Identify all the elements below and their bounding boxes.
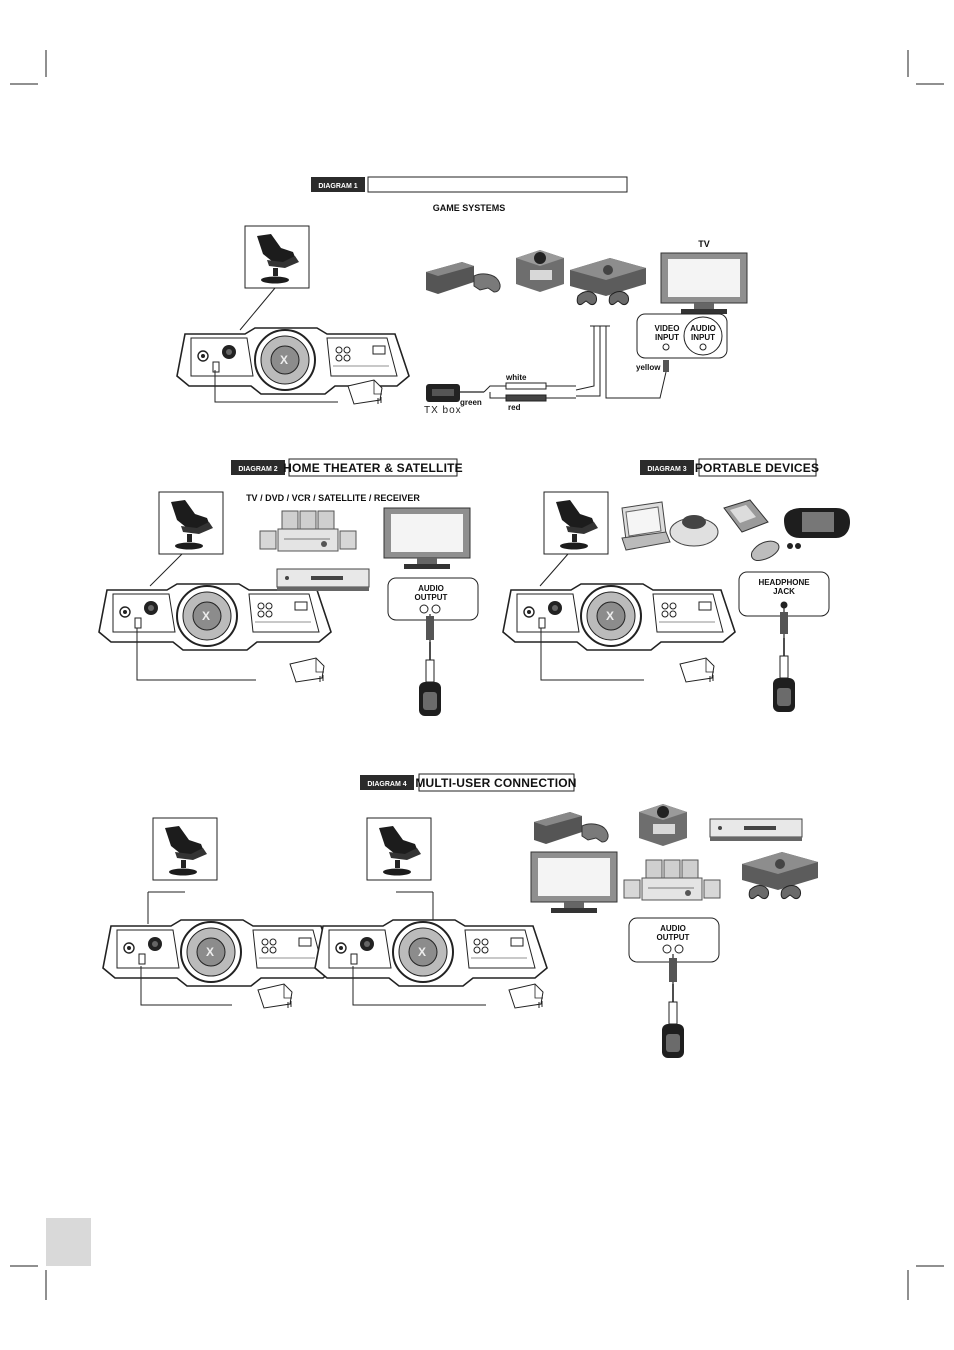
video-input-line1: VIDEO: [655, 324, 680, 333]
tv-set: [531, 852, 617, 913]
control-panel: [99, 584, 331, 650]
console-av-cable-1: [576, 326, 594, 390]
tx-box-face: [432, 389, 454, 396]
white-plug: [506, 383, 546, 389]
control-panel: [503, 584, 735, 650]
audio-input-line2: INPUT: [691, 333, 715, 342]
audio-input-line1: AUDIO: [690, 324, 716, 333]
headphone-jack-line1: HEADPHONE: [758, 578, 810, 587]
white-label: white: [505, 373, 527, 382]
portable-dvd-player: [622, 502, 670, 550]
game-console-cube: [516, 250, 564, 292]
audio-output-line1: AUDIO: [660, 924, 686, 933]
audio-plug: [426, 616, 434, 640]
tv-set: [384, 508, 470, 569]
game-console-ps: [426, 262, 500, 294]
control-panel-1: [103, 920, 335, 986]
diagram-3-tag-text: DIAGRAM 3: [647, 466, 686, 473]
diagram-1-tag-text: DIAGRAM 1: [318, 183, 357, 190]
gaming-chair: [159, 492, 223, 554]
receiver-stack: [260, 511, 356, 551]
game-console-cube: [639, 804, 687, 846]
diagram-1: DIAGRAM 1 GAME SYSTEMS TV VIDEO INPUT AU…: [177, 177, 747, 416]
tx-box-label: TX box: [424, 405, 462, 416]
audio-plug: [669, 958, 677, 982]
game-console-box: [570, 258, 646, 305]
handheld-console: [724, 500, 768, 532]
diagram-4: DIAGRAM 4 MULTI-USER CONNECTION AUDIO OU…: [103, 774, 818, 1058]
chair-link: [240, 288, 275, 330]
gaming-chair: [544, 492, 608, 554]
cd-player: [670, 515, 718, 546]
diagram-4-tag-text: DIAGRAM 4: [367, 781, 406, 788]
video-input-line2: INPUT: [655, 333, 679, 342]
dvd-player: [277, 569, 369, 591]
power-adapter: [680, 658, 714, 682]
gaming-chair: [245, 226, 309, 288]
diagram-2: DIAGRAM 2 HOME THEATER & SATELLITE TV / …: [99, 459, 478, 716]
game-systems-label: GAME SYSTEMS: [433, 203, 506, 213]
page-number-box: [46, 1218, 91, 1266]
gaming-chair-2: [367, 818, 431, 880]
mp3-player: [751, 541, 801, 560]
audio-output-line2: OUTPUT: [415, 593, 448, 602]
console-av-cable-2: [576, 326, 600, 396]
tv-set: [661, 253, 747, 314]
gaming-chair-1: [153, 818, 217, 880]
power-adapter: [290, 658, 324, 682]
splitter-2: [490, 392, 506, 398]
yellow-plug: [663, 360, 669, 372]
red-label: red: [508, 403, 521, 412]
diagram-4-title: MULTI-USER CONNECTION: [415, 776, 576, 790]
diagram-2-tag-text: DIAGRAM 2: [238, 466, 277, 473]
control-panel-2: [315, 920, 547, 986]
transmitter: [419, 642, 441, 716]
power-adapter-1: [258, 984, 292, 1008]
headphone-jack-line2: JACK: [773, 587, 795, 596]
headphone-jack: [781, 602, 788, 609]
chair-link: [150, 554, 182, 586]
dvd-player: [710, 819, 802, 841]
diagram-2-title: HOME THEATER & SATELLITE: [283, 461, 463, 475]
power-adapter-2: [509, 984, 543, 1008]
receiver-stack: [624, 860, 720, 900]
headphone-plug: [780, 612, 788, 634]
portable-game-player: [784, 508, 850, 538]
game-console-ps: [534, 812, 608, 844]
yellow-label: yellow: [636, 363, 661, 372]
transmitter: [773, 638, 795, 712]
diagram-3: DIAGRAM 3 PORTABLE DEVICES: [503, 459, 850, 712]
diagram-1-title-box: [368, 177, 627, 192]
audio-output-line1: AUDIO: [418, 584, 444, 593]
tv-label: TV: [698, 239, 710, 249]
splitter: [484, 386, 506, 392]
crop-marks: [10, 50, 944, 1300]
green-label: green: [460, 398, 482, 407]
game-console-box: [742, 852, 818, 899]
chair-link: [540, 554, 568, 586]
red-plug: [506, 395, 546, 401]
audio-output-line2: OUTPUT: [657, 933, 690, 942]
transmitter: [662, 984, 684, 1058]
diagram-3-title: PORTABLE DEVICES: [695, 461, 819, 475]
devices-label: TV / DVD / VCR / SATELLITE / RECEIVER: [246, 493, 420, 503]
